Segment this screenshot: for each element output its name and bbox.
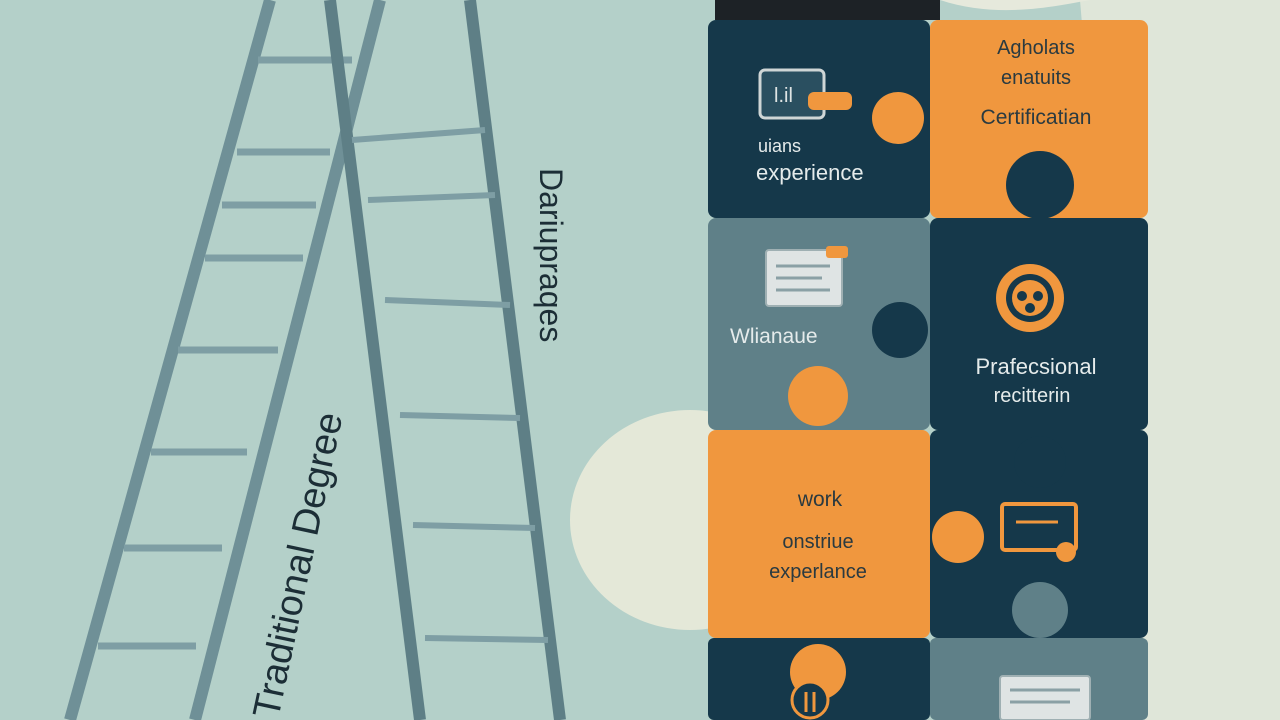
certificate-card-icon xyxy=(765,246,848,307)
top-cloud xyxy=(940,0,1090,11)
gear-badge-icon xyxy=(996,264,1064,332)
piece-top-right-line2: enatuits xyxy=(1001,67,1071,89)
piece-tab xyxy=(1014,436,1066,488)
piece-tab xyxy=(1012,582,1068,638)
back-ladder-rungs xyxy=(351,127,549,643)
piece-tab xyxy=(872,92,924,144)
piece-low-left-line2: onstriue xyxy=(782,531,853,553)
piece-low-left-line3: experlance xyxy=(769,561,867,583)
lightbulb-icon xyxy=(790,680,830,720)
svg-text:l.il: l.il xyxy=(774,85,793,107)
ladder-rail-left xyxy=(64,0,276,720)
back-ladder-rail-right xyxy=(464,0,566,720)
ladder-rungs xyxy=(98,56,352,650)
laptop-icon: l.il xyxy=(758,68,852,120)
piece-top-right xyxy=(930,20,1148,218)
piece-low-left xyxy=(708,430,930,638)
piece-top-right-line3: Certificatian xyxy=(981,106,1092,129)
back-ladder-rail-left xyxy=(324,0,426,720)
piece-low-left-line1: work xyxy=(797,488,843,511)
piece-tab xyxy=(1006,151,1074,219)
piece-top-right-line1: Agholats xyxy=(997,37,1075,59)
ladder-side-label: Dariupraqes xyxy=(533,168,569,342)
document-icon xyxy=(999,675,1091,720)
piece-tab xyxy=(932,511,984,563)
piece-tab xyxy=(788,366,848,426)
piece-mid-right-line2: recitterin xyxy=(994,385,1071,407)
piece-mid-left xyxy=(708,218,930,430)
piece-top-left-line2: experience xyxy=(756,160,864,185)
piece-mid-left-label: Wlianaue xyxy=(730,325,818,348)
piece-top-left-line1: uians xyxy=(758,136,801,156)
diploma-icon xyxy=(1000,502,1078,562)
piece-low-right xyxy=(930,430,1148,638)
puzzle-stack: l.il xyxy=(708,0,1148,720)
piece-tab xyxy=(872,302,928,358)
puzzle-top-cap xyxy=(715,0,940,20)
piece-mid-right-line1: Prafecsional xyxy=(975,354,1096,379)
